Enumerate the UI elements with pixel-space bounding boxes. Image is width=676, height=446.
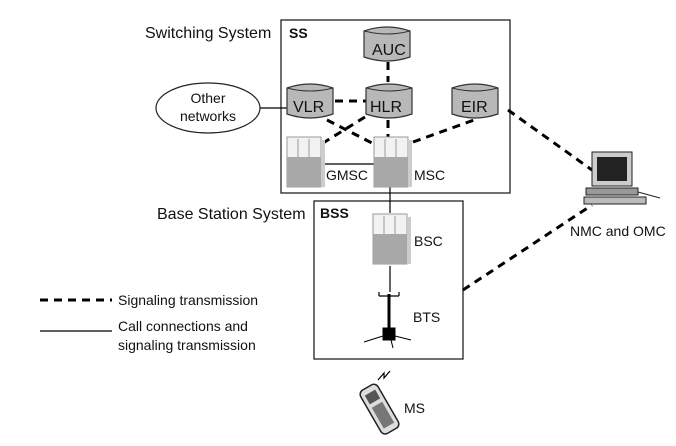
- legend: Signaling transmission Call connections …: [40, 292, 258, 353]
- mobile-phone-icon: [359, 370, 400, 435]
- auc-node: AUC: [363, 26, 411, 62]
- msc-node: MSC: [373, 136, 445, 188]
- bss-label: BSS: [320, 205, 349, 221]
- call-connection-lines: [260, 107, 391, 292]
- svg-text:Other: Other: [190, 90, 225, 106]
- svg-text:VLR: VLR: [293, 99, 324, 116]
- legend-solid-label-1: Call connections and: [118, 318, 248, 334]
- base-station-system-label: Base Station System: [157, 206, 306, 223]
- svg-text:networks: networks: [180, 108, 236, 124]
- other-networks-node: Other networks: [155, 82, 261, 134]
- eir-node: EIR: [451, 83, 499, 119]
- ss-label: SS: [289, 25, 308, 41]
- bts-antenna-icon: [363, 292, 412, 349]
- switching-system-label: Switching System: [145, 25, 271, 42]
- svg-text:BSC: BSC: [414, 233, 443, 249]
- signaling-lines: [322, 62, 593, 292]
- ms-label: MS: [404, 400, 425, 416]
- vlr-node: VLR: [286, 83, 334, 119]
- svg-text:MSC: MSC: [414, 167, 445, 183]
- svg-text:EIR: EIR: [461, 99, 488, 116]
- svg-text:GMSC: GMSC: [326, 167, 368, 183]
- gmsc-node: GMSC: [286, 136, 368, 188]
- legend-solid-label-2: signaling transmission: [118, 337, 256, 353]
- bsc-node: BSC: [372, 213, 443, 265]
- bss-box: [313, 200, 464, 360]
- ss-box: [280, 19, 511, 194]
- bts-label: BTS: [413, 309, 440, 325]
- svg-text:AUC: AUC: [372, 42, 406, 59]
- svg-text:HLR: HLR: [370, 99, 402, 116]
- nmc-omc-label: NMC and OMC: [570, 223, 666, 239]
- legend-dashed-label: Signaling transmission: [118, 292, 258, 308]
- computer-icon: [583, 151, 661, 205]
- hlr-node: HLR: [365, 83, 413, 119]
